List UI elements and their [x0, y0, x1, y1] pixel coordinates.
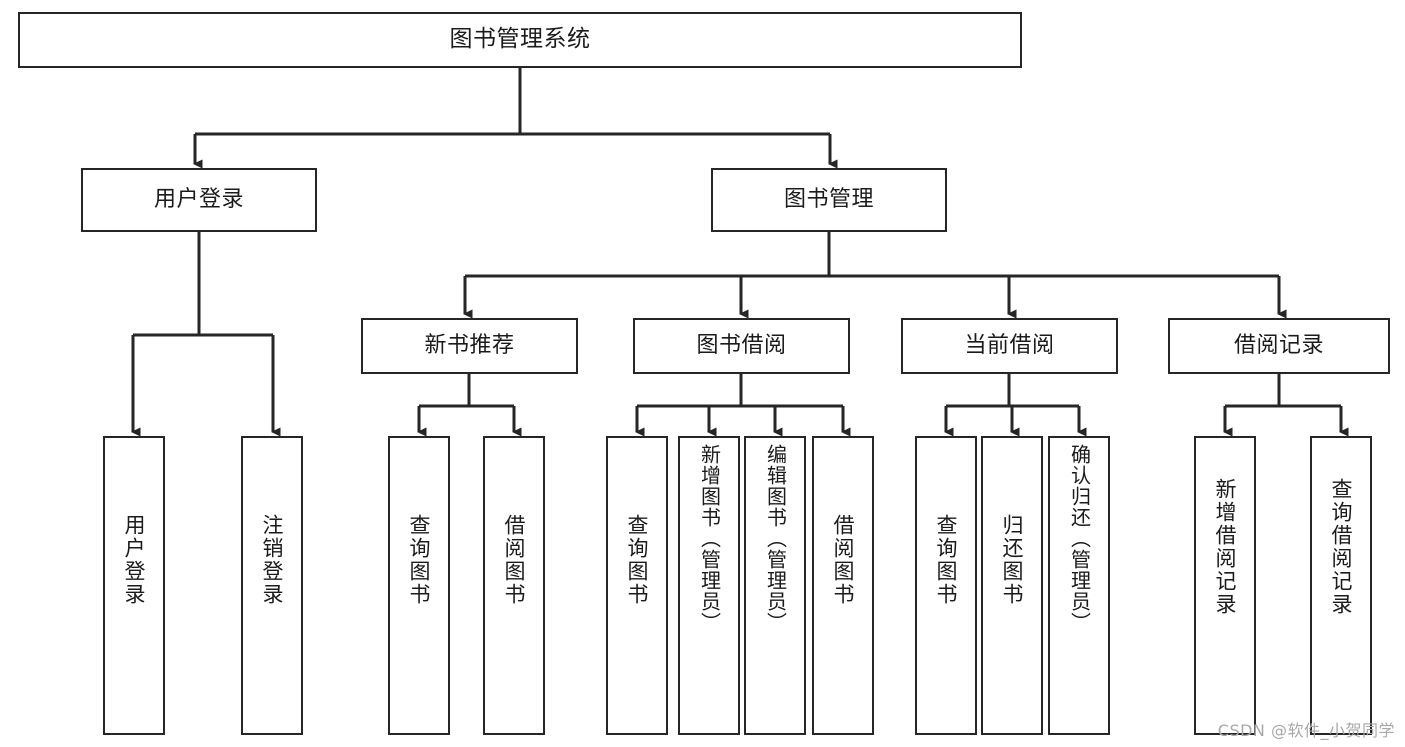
node-leaf-confirm-return[interactable]: 确认归还（管理员）	[1048, 436, 1110, 735]
node-new-book-recommend-label: 新书推荐	[424, 333, 515, 359]
node-book-borrow[interactable]: 图书借阅	[633, 318, 850, 374]
node-leaf-logout[interactable]: 注销登录	[241, 436, 303, 735]
node-leaf-edit-book[interactable]: 编辑图书（管理员）	[744, 436, 806, 735]
node-root-label: 图书管理系统	[449, 26, 591, 53]
node-current-borrow-label: 当前借阅	[964, 333, 1055, 359]
node-leaf-return-book[interactable]: 归还图书	[981, 436, 1043, 735]
node-leaf-user-login-label: 用户登录	[122, 514, 147, 606]
node-current-borrow[interactable]: 当前借阅	[901, 318, 1118, 374]
node-leaf-query-book-2[interactable]: 查询图书	[606, 436, 668, 735]
node-leaf-query-book-1-label: 查询图书	[407, 514, 432, 606]
node-leaf-user-login[interactable]: 用户登录	[103, 436, 165, 735]
node-leaf-borrow-book-1-label: 借阅图书	[502, 514, 527, 606]
node-leaf-edit-book-label: 编辑图书（管理员）	[763, 444, 788, 633]
node-leaf-logout-label: 注销登录	[260, 514, 285, 606]
node-leaf-add-book[interactable]: 新增图书（管理员）	[678, 436, 740, 735]
node-user-login[interactable]: 用户登录	[81, 168, 317, 232]
node-leaf-return-book-label: 归还图书	[1000, 514, 1025, 606]
node-leaf-borrow-book-2-label: 借阅图书	[831, 514, 856, 606]
node-root[interactable]: 图书管理系统	[18, 12, 1022, 68]
node-borrow-record-label: 借阅记录	[1233, 333, 1324, 359]
node-book-manage[interactable]: 图书管理	[711, 168, 947, 232]
node-new-book-recommend[interactable]: 新书推荐	[361, 318, 578, 374]
node-leaf-query-book-3[interactable]: 查询图书	[915, 436, 977, 735]
watermark-text: CSDN @软件_小贺同学	[1217, 721, 1395, 740]
node-leaf-add-record[interactable]: 新增借阅记录	[1194, 436, 1256, 735]
node-book-manage-label: 图书管理	[783, 187, 874, 213]
node-leaf-query-record[interactable]: 查询借阅记录	[1310, 436, 1372, 735]
node-leaf-query-book-1[interactable]: 查询图书	[388, 436, 450, 735]
node-leaf-add-book-label: 新增图书（管理员）	[697, 444, 722, 633]
node-leaf-query-book-3-label: 查询图书	[934, 514, 959, 606]
node-leaf-borrow-book-2[interactable]: 借阅图书	[812, 436, 874, 735]
node-leaf-add-record-label: 新增借阅记录	[1213, 478, 1238, 616]
node-leaf-query-book-2-label: 查询图书	[625, 514, 650, 606]
node-book-borrow-label: 图书借阅	[696, 333, 787, 359]
node-leaf-borrow-book-1[interactable]: 借阅图书	[483, 436, 545, 735]
node-leaf-confirm-return-label: 确认归还（管理员）	[1067, 444, 1092, 633]
node-user-login-label: 用户登录	[153, 187, 244, 213]
node-borrow-record[interactable]: 借阅记录	[1168, 318, 1390, 374]
node-leaf-query-record-label: 查询借阅记录	[1329, 478, 1354, 616]
